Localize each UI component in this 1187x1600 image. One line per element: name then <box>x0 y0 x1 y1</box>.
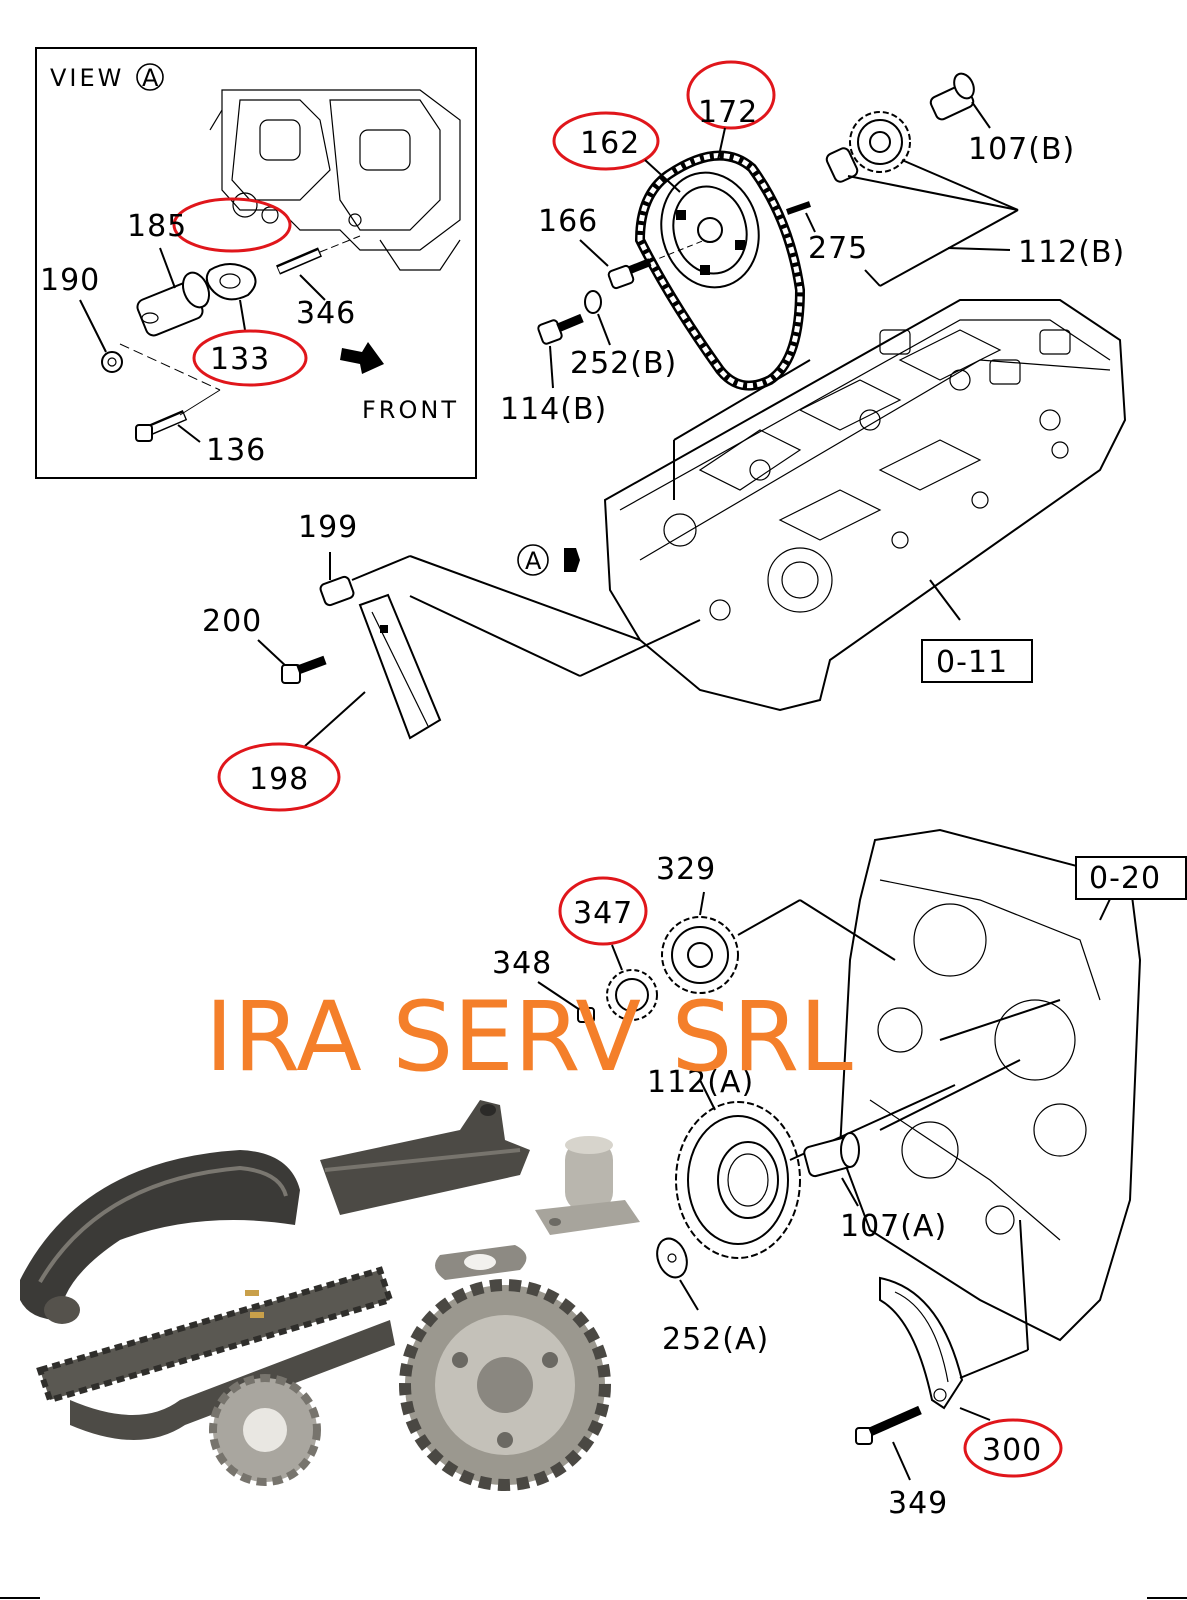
section-marker: A <box>525 547 544 575</box>
view-a-callout: A <box>517 544 580 576</box>
part-347-crank-sprocket: 347 <box>558 876 658 1021</box>
highlight-133 <box>192 329 308 387</box>
label-107a: 107(A) <box>840 1209 947 1244</box>
part-136-bolt: 136 <box>119 343 266 468</box>
kit-product-photo <box>20 1100 640 1491</box>
label-190: 190 <box>40 263 100 298</box>
label-ref-011: 0-11 <box>936 645 1008 680</box>
photo-straight-guide <box>320 1100 530 1215</box>
highlight-162 <box>552 111 660 171</box>
watermark-text: IRA SERV SRL <box>205 981 853 1093</box>
label-300: 300 <box>982 1433 1042 1468</box>
part-114b-bolt: 114(B) <box>500 313 607 427</box>
view-marker: A <box>142 64 161 92</box>
label-ref-020: 0-20 <box>1089 861 1161 896</box>
engine-block-sketch <box>209 89 461 271</box>
ref-0-20: 0-20 <box>1075 856 1187 921</box>
highlight-185 <box>172 197 292 253</box>
label-348: 348 <box>492 946 552 981</box>
part-300-lower-chain-guide: 300 <box>879 1219 1063 1478</box>
label-349: 349 <box>888 1486 948 1521</box>
photo-small-sprocket <box>209 1374 321 1486</box>
part-166-sprocket-bolt: 166 <box>538 204 706 290</box>
label-185: 185 <box>127 209 187 244</box>
photo-large-sprocket <box>399 1279 611 1491</box>
part-107a-idler-shaft: 107(A) <box>803 1132 947 1244</box>
photo-chain <box>36 1266 395 1440</box>
view-title: VIEW <box>50 64 124 92</box>
part-133-gasket: 133 <box>192 263 308 387</box>
part-112b-idler-gear: 112(B) <box>825 111 1125 287</box>
label-112a: 112(A) <box>647 1065 754 1100</box>
highlight-347 <box>558 876 648 946</box>
part-252a-washer: 252(A) <box>656 1237 769 1357</box>
part-172-timing-chain-upper: 172 <box>634 60 806 391</box>
highlight-300 <box>963 1418 1063 1478</box>
label-252a: 252(A) <box>662 1322 769 1357</box>
label-200: 200 <box>202 604 262 639</box>
label-198: 198 <box>249 762 309 797</box>
label-199: 199 <box>298 510 358 545</box>
part-252b-washer: 252(B) <box>570 290 677 381</box>
photo-gasket <box>435 1245 527 1280</box>
label-275: 275 <box>808 231 868 266</box>
part-112a-idler-gear: 112(A) <box>647 1065 956 1259</box>
label-107b: 107(B) <box>968 132 1075 167</box>
part-348-screw: 348 <box>492 946 595 1023</box>
label-329: 329 <box>656 852 716 887</box>
part-198-upper-chain-guide: 198 <box>217 593 442 812</box>
label-172: 172 <box>698 95 758 130</box>
label-162: 162 <box>580 126 640 161</box>
part-329-gear: 329 <box>656 852 896 994</box>
highlight-172 <box>686 60 776 130</box>
part-190-nut: 190 <box>40 263 123 373</box>
gear-case <box>838 828 1142 1342</box>
part-346-stud: 346 <box>276 235 361 331</box>
photo-curved-guide <box>20 1150 300 1324</box>
part-107b-idler-shaft: 107(B) <box>929 72 1075 167</box>
label-346: 346 <box>296 296 356 331</box>
label-136: 136 <box>206 433 266 468</box>
cylinder-head <box>603 299 1127 712</box>
label-347: 347 <box>573 896 633 931</box>
label-114b: 114(B) <box>500 392 607 427</box>
part-349-bolt: 349 <box>855 1405 948 1521</box>
label-112b: 112(B) <box>1018 235 1125 270</box>
label-133: 133 <box>210 342 270 377</box>
part-275-dowel-pin: 275 <box>786 201 868 266</box>
view-a-inset: VIEW A 185 190 <box>35 47 477 479</box>
highlight-198 <box>217 742 341 812</box>
label-252b: 252(B) <box>570 346 677 381</box>
front-direction-indicator: FRONT <box>340 342 459 424</box>
label-166: 166 <box>538 204 598 239</box>
part-162-cam-sprocket: 162 <box>552 111 760 289</box>
upper-chain-guide-group: 199 200 198 <box>202 510 701 812</box>
photo-tensioner <box>535 1136 640 1235</box>
ref-0-11: 0-11 <box>921 639 1033 683</box>
part-185-tensioner: 185 <box>127 197 292 337</box>
upper-cam-drive: 172 162 166 252(B) <box>500 60 1125 427</box>
front-label: FRONT <box>362 396 459 424</box>
